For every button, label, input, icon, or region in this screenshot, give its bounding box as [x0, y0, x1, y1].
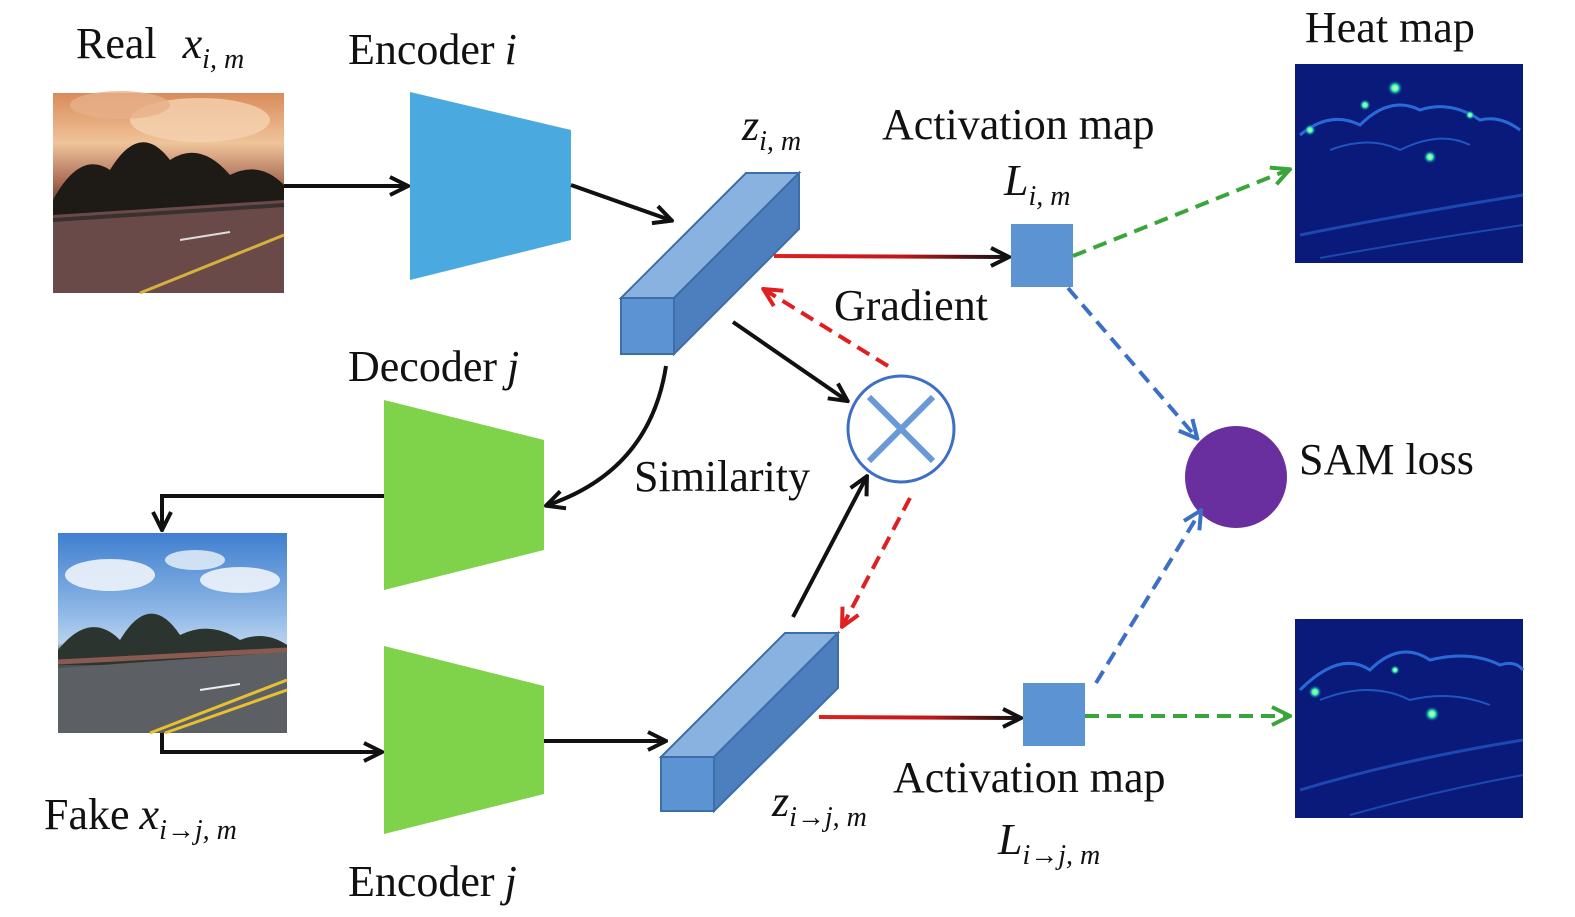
l-bottom-label: Li→j, m [997, 815, 1100, 871]
activation-map-bottom-label: Activation map [893, 753, 1166, 802]
activation-map-top-label: Activation map [882, 100, 1155, 149]
arrow-activation-bottom-to-sam [1094, 512, 1200, 685]
arrow-activation-top-to-heatmap [1072, 170, 1288, 258]
heat-map-label: Heat map [1305, 3, 1475, 52]
latent-block-top [618, 170, 802, 357]
latent-block-bottom [658, 630, 841, 814]
arrow-latent-top-to-similarity [731, 320, 846, 400]
arrow-latent-top-to-activation [773, 256, 1007, 257]
encoder-i-shape [410, 92, 571, 280]
z-top-label: zi, m [741, 101, 801, 157]
arrow-activation-top-to-sam [1066, 286, 1196, 437]
encoder-j-shape [384, 646, 544, 834]
arrow-latent-bottom-to-activation [818, 717, 1019, 718]
decoder-j-shape [384, 400, 544, 590]
activation-square-top [1011, 224, 1073, 287]
z-bottom-label: zi→j, m [771, 777, 867, 833]
gradient-label: Gradient [834, 281, 988, 330]
similarity-label: Similarity [634, 452, 810, 501]
heat-map-bottom [1295, 619, 1525, 818]
sam-loss-node [1185, 426, 1287, 528]
arrow-latent-to-decoder-j [548, 365, 668, 505]
activation-square-bottom [1023, 683, 1085, 746]
sam-loss-label: SAM loss [1299, 435, 1474, 484]
heat-map-top [1295, 64, 1524, 263]
similarity-multiply-node [846, 374, 956, 484]
l-top-label: Li, m [1003, 156, 1070, 212]
arrow-decoder-to-fake [162, 494, 384, 528]
arrow-gradient-to-latent-top [765, 290, 890, 368]
real-image [52, 91, 285, 295]
fake-image [57, 533, 288, 735]
arrow-latent-bottom-to-similarity [791, 478, 866, 618]
arrow-encoder-i-to-latent [570, 183, 670, 220]
arrow-gradient-to-latent-bottom [843, 497, 912, 625]
arrow-fake-to-encoder-j [160, 733, 380, 752]
